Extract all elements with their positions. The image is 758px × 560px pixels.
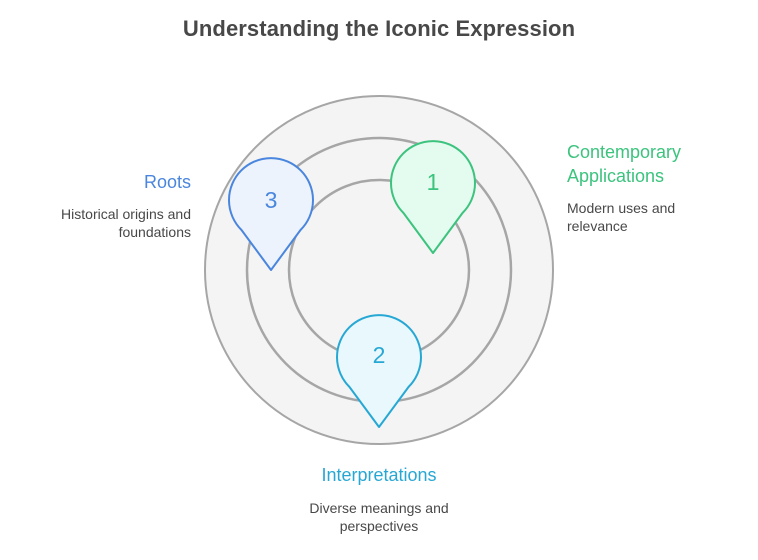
interpretations-label: Interpretations (279, 463, 479, 487)
description-line: Historical origins and (61, 206, 191, 222)
pin-3-roots: 3 (228, 157, 314, 271)
description-line: Diverse meanings and (309, 500, 449, 516)
label-line: Applications (567, 166, 665, 186)
pin-1-contemporary-applications: 1 (390, 140, 476, 254)
pin-2-interpretations: 2 (336, 314, 422, 428)
map-pin-icon (228, 157, 314, 271)
description-line: foundations (118, 224, 191, 240)
pin-number: 3 (265, 187, 278, 213)
description-line: relevance (567, 218, 628, 234)
pin-number: 1 (427, 169, 440, 195)
interpretations-description: Diverse meanings and perspectives (279, 499, 479, 535)
diagram-title: Understanding the Iconic Expression (182, 16, 576, 41)
interpretations-title: Interpretations (321, 465, 437, 485)
map-pin-icon (390, 140, 476, 254)
contemporary-applications-description: Modern uses and relevance (567, 199, 747, 235)
map-pin-icon (336, 314, 422, 428)
roots-label: Roots (40, 170, 191, 194)
roots-description: Historical origins and foundations (20, 205, 191, 241)
label-line: Contemporary (567, 142, 682, 162)
roots-title: Roots (143, 172, 191, 192)
description-line: Modern uses and (567, 200, 676, 216)
contemporary-applications-label: Contemporary Applications (567, 140, 747, 188)
description-line: perspectives (339, 518, 419, 534)
pin-number: 2 (373, 342, 386, 368)
